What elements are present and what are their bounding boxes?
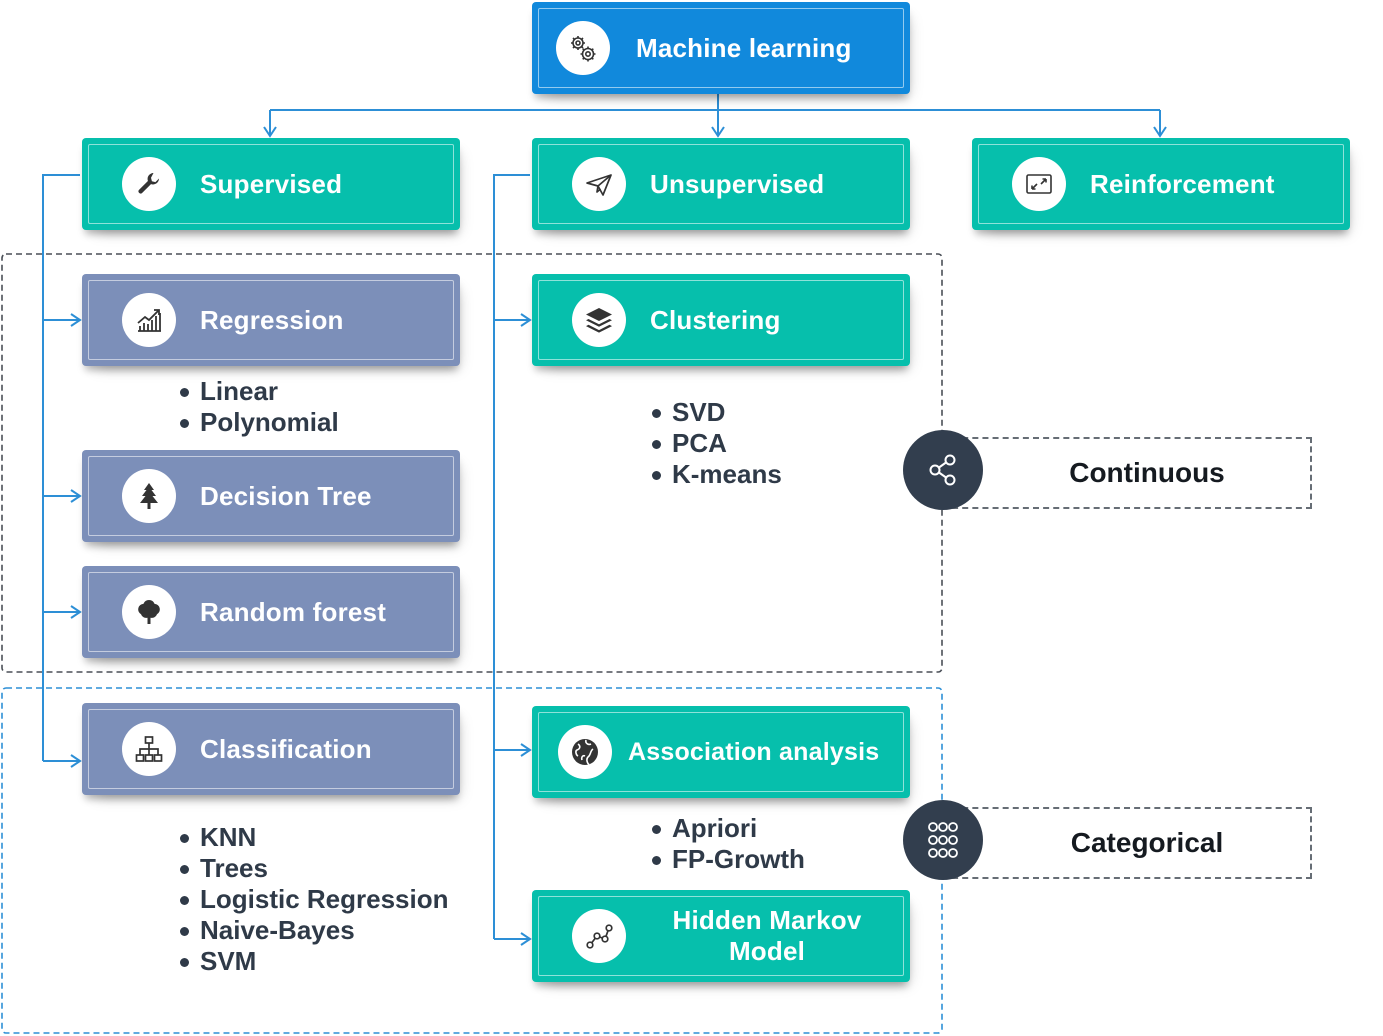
classification-node: Classification bbox=[82, 703, 460, 795]
machine-learning-label: Machine learning bbox=[636, 32, 852, 63]
reinforcement-label: Reinforcement bbox=[1090, 168, 1275, 199]
supervised-label: Supervised bbox=[200, 168, 343, 199]
unsupervised-trunk bbox=[493, 174, 530, 939]
gears-icon bbox=[556, 21, 610, 75]
unsupervised-node: Unsupervised bbox=[532, 138, 910, 230]
round-tree-icon bbox=[122, 585, 176, 639]
random-forest-node: Random forest bbox=[82, 566, 460, 658]
list-item: PCA bbox=[650, 428, 782, 459]
list-item: KNN bbox=[178, 822, 449, 853]
list-item: SVM bbox=[178, 946, 449, 977]
association-analysis-node: Association analysis bbox=[532, 706, 910, 798]
clustering-node: Clustering bbox=[532, 274, 910, 366]
list-item: Polynomial bbox=[178, 407, 339, 438]
layers-icon bbox=[572, 293, 626, 347]
association-items: Apriori FP-Growth bbox=[650, 813, 805, 875]
machine-learning-node: Machine learning bbox=[532, 2, 910, 94]
node-grid-icon bbox=[903, 800, 983, 880]
categorical-group-outline bbox=[1, 687, 943, 1034]
list-item: Apriori bbox=[650, 813, 805, 844]
supervised-node: Supervised bbox=[82, 138, 460, 230]
list-item: K-means bbox=[650, 459, 782, 490]
screen-arrows-icon bbox=[1012, 157, 1066, 211]
categorical-label: Categorical bbox=[1070, 827, 1224, 858]
hidden-markov-model-node: Hidden Markov Model bbox=[532, 890, 910, 982]
decision-tree-node: Decision Tree bbox=[82, 450, 460, 542]
path-nodes-icon bbox=[572, 909, 626, 963]
list-item: SVD bbox=[650, 397, 782, 428]
random-forest-label: Random forest bbox=[200, 596, 387, 627]
list-item: Linear bbox=[178, 376, 339, 407]
paper-plane-icon bbox=[572, 157, 626, 211]
list-item: Trees bbox=[178, 853, 449, 884]
unsupervised-label: Unsupervised bbox=[650, 168, 825, 199]
hierarchy-icon bbox=[122, 722, 176, 776]
pine-tree-icon bbox=[122, 469, 176, 523]
root-connector bbox=[270, 94, 1160, 111]
list-item: Naive-Bayes bbox=[178, 915, 449, 946]
regression-items: Linear Polynomial bbox=[178, 376, 339, 438]
supervised-trunk bbox=[42, 174, 80, 761]
classification-items: KNN Trees Logistic Regression Naive-Baye… bbox=[178, 822, 449, 977]
clustering-label: Clustering bbox=[650, 304, 781, 335]
reinforcement-node: Reinforcement bbox=[972, 138, 1350, 230]
regression-node: Regression bbox=[82, 274, 460, 366]
association-analysis-label: Association analysis bbox=[628, 737, 880, 766]
growth-chart-icon bbox=[122, 293, 176, 347]
globe-icon bbox=[558, 725, 612, 779]
list-item: Logistic Regression bbox=[178, 884, 449, 915]
clustering-items: SVD PCA K-means bbox=[650, 397, 782, 490]
list-item: FP-Growth bbox=[650, 844, 805, 875]
categorical-legend-box: Categorical bbox=[942, 807, 1312, 879]
decision-tree-label: Decision Tree bbox=[200, 480, 372, 511]
hidden-markov-model-label: Hidden Markov Model bbox=[672, 905, 862, 966]
share-nodes-icon bbox=[903, 430, 983, 510]
continuous-label: Continuous bbox=[1069, 457, 1225, 488]
classification-label: Classification bbox=[200, 733, 372, 764]
regression-label: Regression bbox=[200, 304, 344, 335]
continuous-legend-box: Continuous bbox=[942, 437, 1312, 509]
wrench-icon bbox=[122, 157, 176, 211]
